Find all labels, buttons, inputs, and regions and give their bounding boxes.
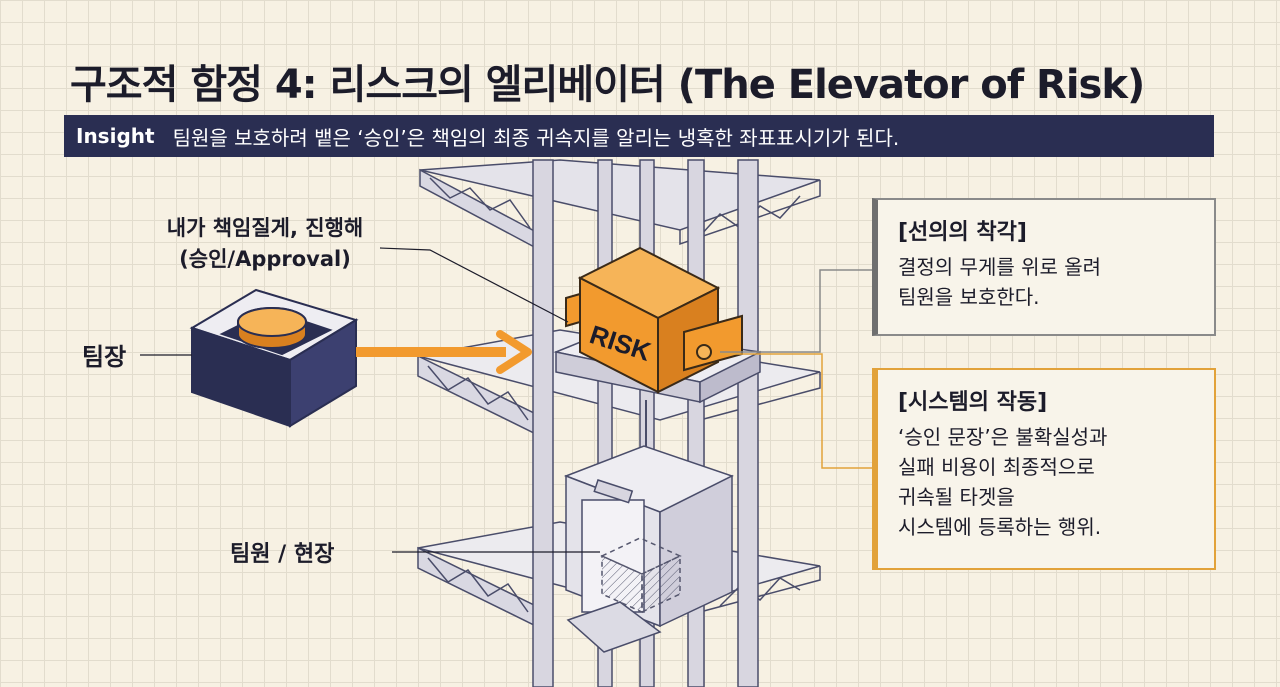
elevator-cab xyxy=(563,445,734,653)
team-label: 팀원 / 현장 xyxy=(230,542,335,567)
approval-button xyxy=(189,288,359,428)
risk-cube xyxy=(565,246,743,394)
dashed-box xyxy=(600,537,682,614)
leader-lines xyxy=(140,247,600,553)
approval-arrow xyxy=(356,330,532,374)
callout-system-operation: [시스템의 작동] ‘승인 문장’은 불확실성과 실패 비용이 최종적으로 귀속… xyxy=(872,368,1216,570)
callout-system-operation-body: ‘승인 문장’은 불확실성과 실패 비용이 최종적으로 귀속될 타겟을 시스템에… xyxy=(898,425,1108,539)
insight-text: 팀원을 보호하려 뱉은 ‘승인’은 책임의 최종 귀속지를 알리는 냉혹한 좌표… xyxy=(172,125,900,150)
approval-label: 내가 책임질게, 진행해 (승인/Approval) xyxy=(150,213,380,275)
callout-good-intention-heading: [선의의 착각] xyxy=(898,220,1027,245)
approval-label-text: 내가 책임질게, 진행해 (승인/Approval) xyxy=(166,216,364,271)
callout-good-intention-body: 결정의 무게를 위로 올려 팀원을 보호한다. xyxy=(898,255,1102,309)
callout-good-intention: [선의의 착각] 결정의 무게를 위로 올려 팀원을 보호한다. xyxy=(872,198,1216,336)
insight-tag: Insight xyxy=(76,124,155,148)
insight-banner: Insight 팀원을 보호하려 뱉은 ‘승인’은 책임의 최종 귀속지를 알리… xyxy=(64,115,1214,157)
floor-slab-top xyxy=(419,159,821,231)
callout-connectors xyxy=(720,269,872,469)
cube-clamp-left xyxy=(565,292,581,328)
callout-system-operation-heading: [시스템의 작동] xyxy=(898,390,1048,415)
leader-label: 팀장 xyxy=(82,343,127,371)
page-title: 구조적 함정 4: 리스크의 엘리베이터 (The Elevator of Ri… xyxy=(70,62,1145,108)
cab-display xyxy=(593,479,634,504)
